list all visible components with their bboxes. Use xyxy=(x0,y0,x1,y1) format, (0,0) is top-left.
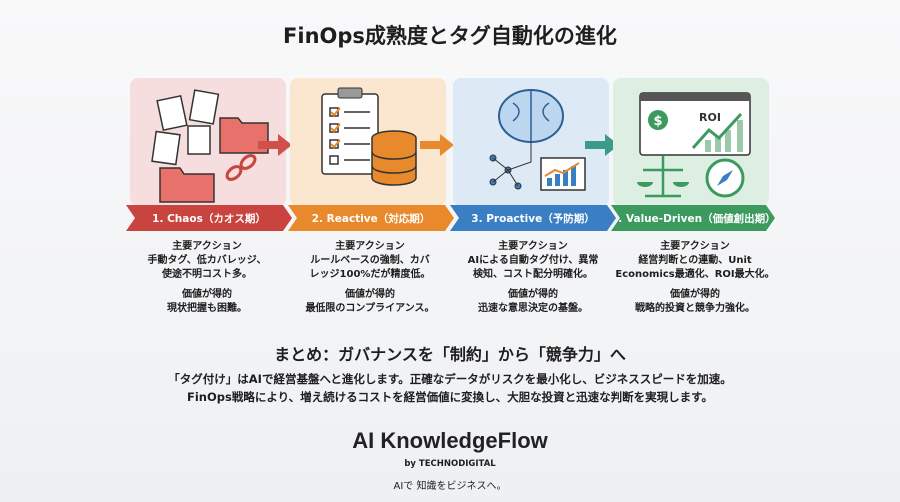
summary-line: FinOps戦略により、増え続けるコストを経営価値に変換し、大胆な投資と迅速な判… xyxy=(187,390,713,404)
value-title: 価値が得的 xyxy=(182,289,232,300)
stage-3-banner: 3. Proactive（予防期） xyxy=(450,205,616,231)
dollar-sign-text: $ xyxy=(653,114,662,129)
action-title: 主要アクション xyxy=(172,241,242,252)
brand-logo: AI KnowledgeFlow xyxy=(352,428,548,453)
stage-3-illustration xyxy=(453,78,609,206)
stage-2-description: 主要アクション ルールベースの強制、カバ レッジ100%だが精度低。 価値が得的… xyxy=(285,240,455,316)
page-title: FinOps成熟度とタグ自動化の進化 xyxy=(283,24,617,48)
arrow-right-icon xyxy=(585,134,619,156)
arrow-right-icon xyxy=(258,134,292,156)
stage-2-banner: 2. Reactive（対応期） xyxy=(288,205,454,231)
roi-text: ROI xyxy=(699,111,721,124)
checklist-database-icon xyxy=(321,87,417,186)
value-line: 戦略的投資と競争力強化。 xyxy=(635,303,755,314)
roi-dashboard-scale-compass-icon: $ ROI xyxy=(637,92,751,198)
summary-line: 「タグ付け」はAIで経営基盤へと進化します。正確なデータがリスクを最小化し、ビジ… xyxy=(168,372,732,386)
scattered-files-broken-chain-icon xyxy=(151,89,269,203)
action-title: 主要アクション xyxy=(660,241,730,252)
stage-1-label: 1. Chaos（カオス期） xyxy=(152,212,266,225)
brand-byline: by TECHNODIGITAL xyxy=(404,459,496,469)
action-line: レッジ100%だが精度低。 xyxy=(309,269,431,280)
action-line: 手動タグ、低カバレッジ、 xyxy=(147,255,267,266)
value-title: 価値が得的 xyxy=(670,289,720,300)
value-title: 価値が得的 xyxy=(508,289,558,300)
action-line: AIによる自動タグ付け、異常 xyxy=(467,255,599,266)
action-line: ルールベースの強制、カバ xyxy=(310,255,430,266)
action-title: 主要アクション xyxy=(335,241,405,252)
value-line: 現状把握も困難。 xyxy=(167,303,247,314)
stage-4-description: 主要アクション 経営判断との連動、Unit Economics最適化、ROI最大… xyxy=(608,240,782,316)
stage-4-illustration: $ ROI xyxy=(613,78,769,206)
stage-2-label: 2. Reactive（対応期） xyxy=(311,212,431,225)
stage-2-illustration xyxy=(290,78,446,206)
action-line: 使途不明コスト多。 xyxy=(162,269,252,280)
stage-4-banner: 4. Value-Driven（価値創出期） xyxy=(611,205,775,231)
action-line: 経営判断との連動、Unit xyxy=(638,255,752,266)
stage-3-label: 3. Proactive（予防期） xyxy=(471,212,595,225)
stage-1-description: 主要アクション 手動タグ、低カバレッジ、 使途不明コスト多。 価値が得的 現状把… xyxy=(122,240,292,316)
arrow-right-icon xyxy=(420,134,454,156)
ai-brain-chart-icon xyxy=(489,89,586,191)
stage-4-label: 4. Value-Driven（価値創出期） xyxy=(611,212,776,225)
value-title: 価値が得的 xyxy=(345,289,395,300)
value-line: 最低限のコンプライアンス。 xyxy=(305,303,435,314)
brand-tagline: AIで 知識をビジネスへ。 xyxy=(393,481,507,492)
stage-1-banner: 1. Chaos（カオス期） xyxy=(126,205,292,231)
value-line: 迅速な意思決定の基盤。 xyxy=(478,303,588,314)
action-line: Economics最適化、ROI最大化。 xyxy=(615,269,775,280)
stage-3-description: 主要アクション AIによる自動タグ付け、異常 検知、コスト配分明確化。 価値が得… xyxy=(448,240,618,316)
action-line: 検知、コスト配分明確化。 xyxy=(473,269,593,280)
summary-heading: まとめ：ガバナンスを「制約」から「競争力」へ xyxy=(274,345,626,364)
action-title: 主要アクション xyxy=(498,241,568,252)
